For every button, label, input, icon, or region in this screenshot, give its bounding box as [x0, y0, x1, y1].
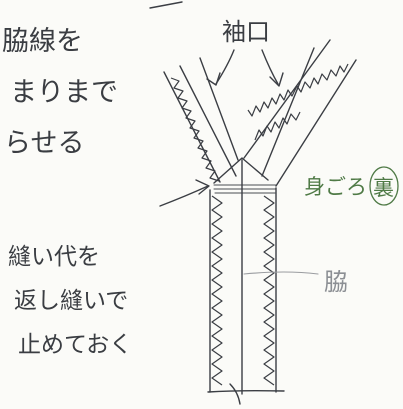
right-sleeve-inner-edge	[261, 47, 315, 177]
left-sleeve-zigzag	[170, 77, 220, 182]
right-allowance-zigzag	[263, 195, 275, 386]
sleeve-center-line-right	[243, 39, 331, 159]
note-seam-allowance-line2: 返し縫いで	[14, 288, 128, 314]
right-sleeve-zigzag	[247, 63, 349, 117]
underarm-apex	[213, 157, 269, 184]
label-sleeve-opening: 袖口	[222, 18, 270, 46]
note-left-line1: 脇線を	[2, 26, 83, 57]
side-leader-line	[243, 271, 319, 275]
note-left-line2: まりまで	[10, 77, 118, 108]
sleeve-center-line-left	[199, 57, 239, 161]
left-sleeve-outer-edge	[163, 71, 221, 183]
label-reverse: 裏	[373, 176, 394, 200]
left-sleeve-inner-edge	[179, 65, 237, 177]
arrow-to-underarm-shaft	[159, 185, 209, 207]
arrow-left-head	[206, 72, 221, 86]
arrow-to-underarm-head	[195, 179, 210, 195]
note-seam-allowance-line1: 縫い代を	[8, 244, 100, 270]
note-left-line3: らせる	[4, 128, 84, 159]
label-side: 脇	[324, 268, 348, 296]
arrow-right-head	[269, 72, 284, 87]
reverse-circle-mark	[369, 166, 399, 206]
label-body: 身ごろ	[304, 175, 367, 199]
hem-curl-stroke	[229, 383, 241, 405]
left-allowance-zigzag	[211, 195, 223, 386]
right-sleeve-zigzag-lower	[254, 111, 301, 141]
note-seam-allowance-line3: 止めておく	[18, 332, 132, 358]
arrow-right-shaft	[261, 49, 279, 85]
top-edge-stroke	[149, 1, 183, 9]
right-sleeve-outer-edge	[275, 59, 357, 187]
body-bottom-edge	[207, 389, 285, 393]
